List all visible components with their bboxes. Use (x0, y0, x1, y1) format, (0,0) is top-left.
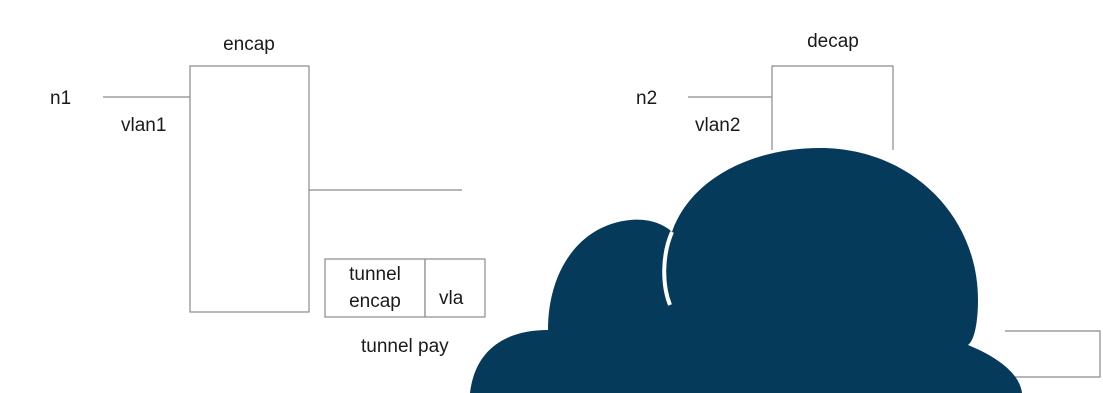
n2-label: n2 (636, 88, 657, 109)
tunnel-payload-label: tunnel pay (361, 336, 449, 357)
tunnel-encap-line1: tunnel (349, 264, 401, 285)
encap-label: encap (223, 34, 275, 55)
decap-label: decap (807, 31, 859, 52)
tunnel-encap-line2: encap (349, 291, 401, 312)
vlan-header-box (424, 258, 486, 318)
decap-block (771, 65, 894, 150)
vlan1-label: vlan1 (121, 115, 166, 136)
vlan-header-fragment: vla (439, 288, 464, 309)
n1-label: n1 (50, 88, 71, 109)
tunnel-encap-header-box (324, 258, 426, 318)
cloud-icon (470, 148, 1022, 393)
vlan2-label: vlan2 (695, 115, 740, 136)
encap-block (189, 65, 310, 313)
right-partial-box (1005, 330, 1101, 378)
